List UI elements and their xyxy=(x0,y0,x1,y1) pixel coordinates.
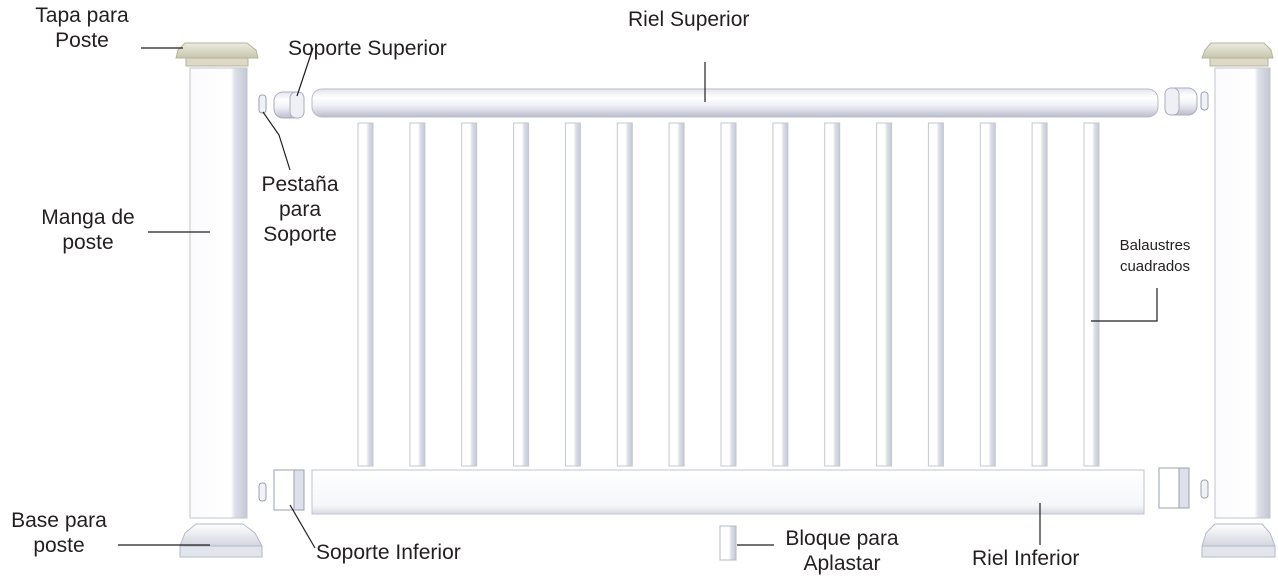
bottom-rail xyxy=(311,469,1145,515)
baluster xyxy=(979,122,996,467)
baluster xyxy=(824,122,841,467)
crush-block xyxy=(719,525,737,561)
top-bracket-right xyxy=(1164,87,1198,116)
baluster xyxy=(1031,122,1048,467)
baluster xyxy=(668,122,685,467)
post-sleeve-label: Manga de poste xyxy=(41,206,135,254)
square-balusters-label: Balaustres cuadrados xyxy=(1119,237,1191,275)
right-post-sleeve xyxy=(1214,67,1271,519)
baluster xyxy=(513,122,530,467)
crush-block-label: Bloque para Aplastar xyxy=(785,527,899,575)
baluster xyxy=(720,122,737,467)
bottom-rail-label: Riel Inferior xyxy=(972,547,1080,570)
baluster xyxy=(409,122,426,467)
bottom-bracket-left xyxy=(273,469,305,511)
top-bracket-label: Soporte Superior xyxy=(288,37,447,60)
left-post-sleeve xyxy=(189,67,248,519)
bracket-tabs xyxy=(258,91,1209,502)
left-post-cap xyxy=(175,42,259,67)
bracket-tab-label: Pestaña para Soporte xyxy=(261,173,339,246)
left-post-base xyxy=(179,523,263,558)
post-base-label: Base para poste xyxy=(11,509,107,557)
top-rail-label: Riel Superior xyxy=(628,8,750,31)
baluster xyxy=(357,122,374,467)
left-post xyxy=(175,42,263,558)
right-post-base xyxy=(1201,523,1276,558)
top-rail xyxy=(311,88,1159,118)
bottom-bracket-right xyxy=(1158,467,1190,509)
baluster xyxy=(461,122,478,467)
baluster xyxy=(876,122,893,467)
baluster xyxy=(564,122,581,467)
post-cap-label: Tapa para Poste xyxy=(35,4,129,52)
baluster xyxy=(616,122,633,467)
right-post-cap xyxy=(1201,42,1274,67)
top-bracket-left xyxy=(273,91,305,119)
right-post xyxy=(1201,42,1276,558)
baluster xyxy=(927,122,944,467)
baluster xyxy=(772,122,789,467)
balusters xyxy=(357,122,1100,467)
baluster xyxy=(1083,122,1100,467)
bottom-bracket-label: Soporte Inferior xyxy=(316,541,461,564)
leader-lines xyxy=(118,47,1158,549)
